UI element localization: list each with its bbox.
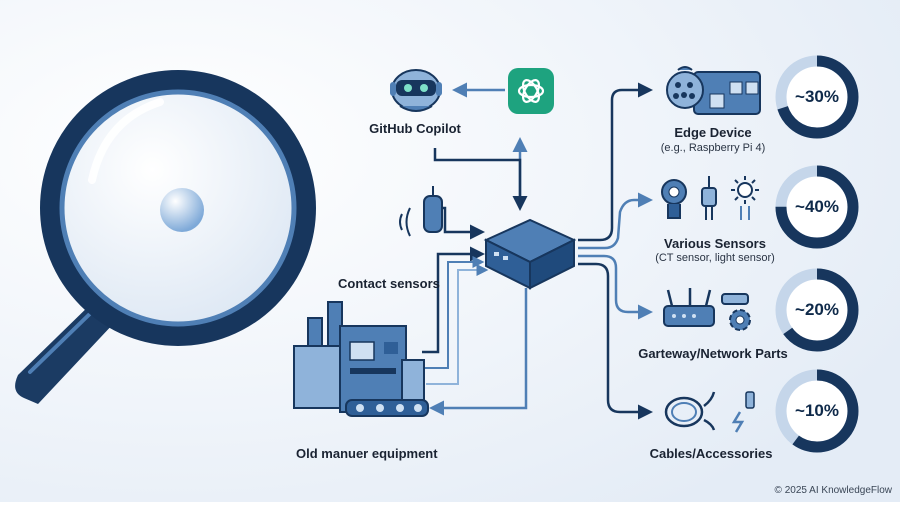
ring-progress (775, 268, 859, 352)
flow-arrows (422, 82, 653, 420)
old-equipment-label: Old manuer equipment (296, 446, 438, 461)
ring-progress (775, 165, 859, 249)
router-icon (663, 288, 749, 327)
contact-sensors-label: Contact sensors (338, 276, 440, 291)
ring-center (786, 279, 848, 341)
sensors-icon (661, 176, 759, 220)
copilot-icon (390, 69, 442, 112)
ring-progress (775, 55, 859, 139)
raspberry-pi-icon (666, 66, 761, 115)
category-subtitle: (CT sensor, light sensor) (655, 252, 775, 264)
ring-center (786, 66, 848, 128)
openai-logo-icon (508, 68, 554, 114)
central-hub-icon (483, 218, 577, 290)
percent-label: ~20% (795, 300, 839, 319)
category-title: Cables/Accessories (649, 446, 773, 461)
category-title: Garteway/Network Parts (638, 346, 788, 361)
percentage-rings (775, 55, 859, 453)
ring-center (786, 176, 848, 238)
old-equipment-icon (293, 301, 429, 417)
cables-icon (664, 391, 755, 433)
magnifying-glass-icon (15, 70, 316, 404)
category-subtitle: (e.g., Raspberry Pi 4) (660, 142, 766, 154)
category-title: Various Sensors (664, 236, 766, 251)
contact-sensor-icon (399, 186, 443, 237)
category-title: Edge Device (674, 125, 752, 140)
ring-progress (775, 369, 859, 453)
percent-label: ~40% (795, 197, 839, 216)
ring-center (786, 380, 848, 442)
copilot-label: GitHub Copilot (369, 121, 461, 136)
percent-label: ~30% (795, 87, 839, 106)
percent-label: ~10% (795, 401, 839, 420)
copyright-notice: © 2025 AI KnowledgeFlow (774, 485, 892, 496)
gear-icon (729, 309, 751, 331)
